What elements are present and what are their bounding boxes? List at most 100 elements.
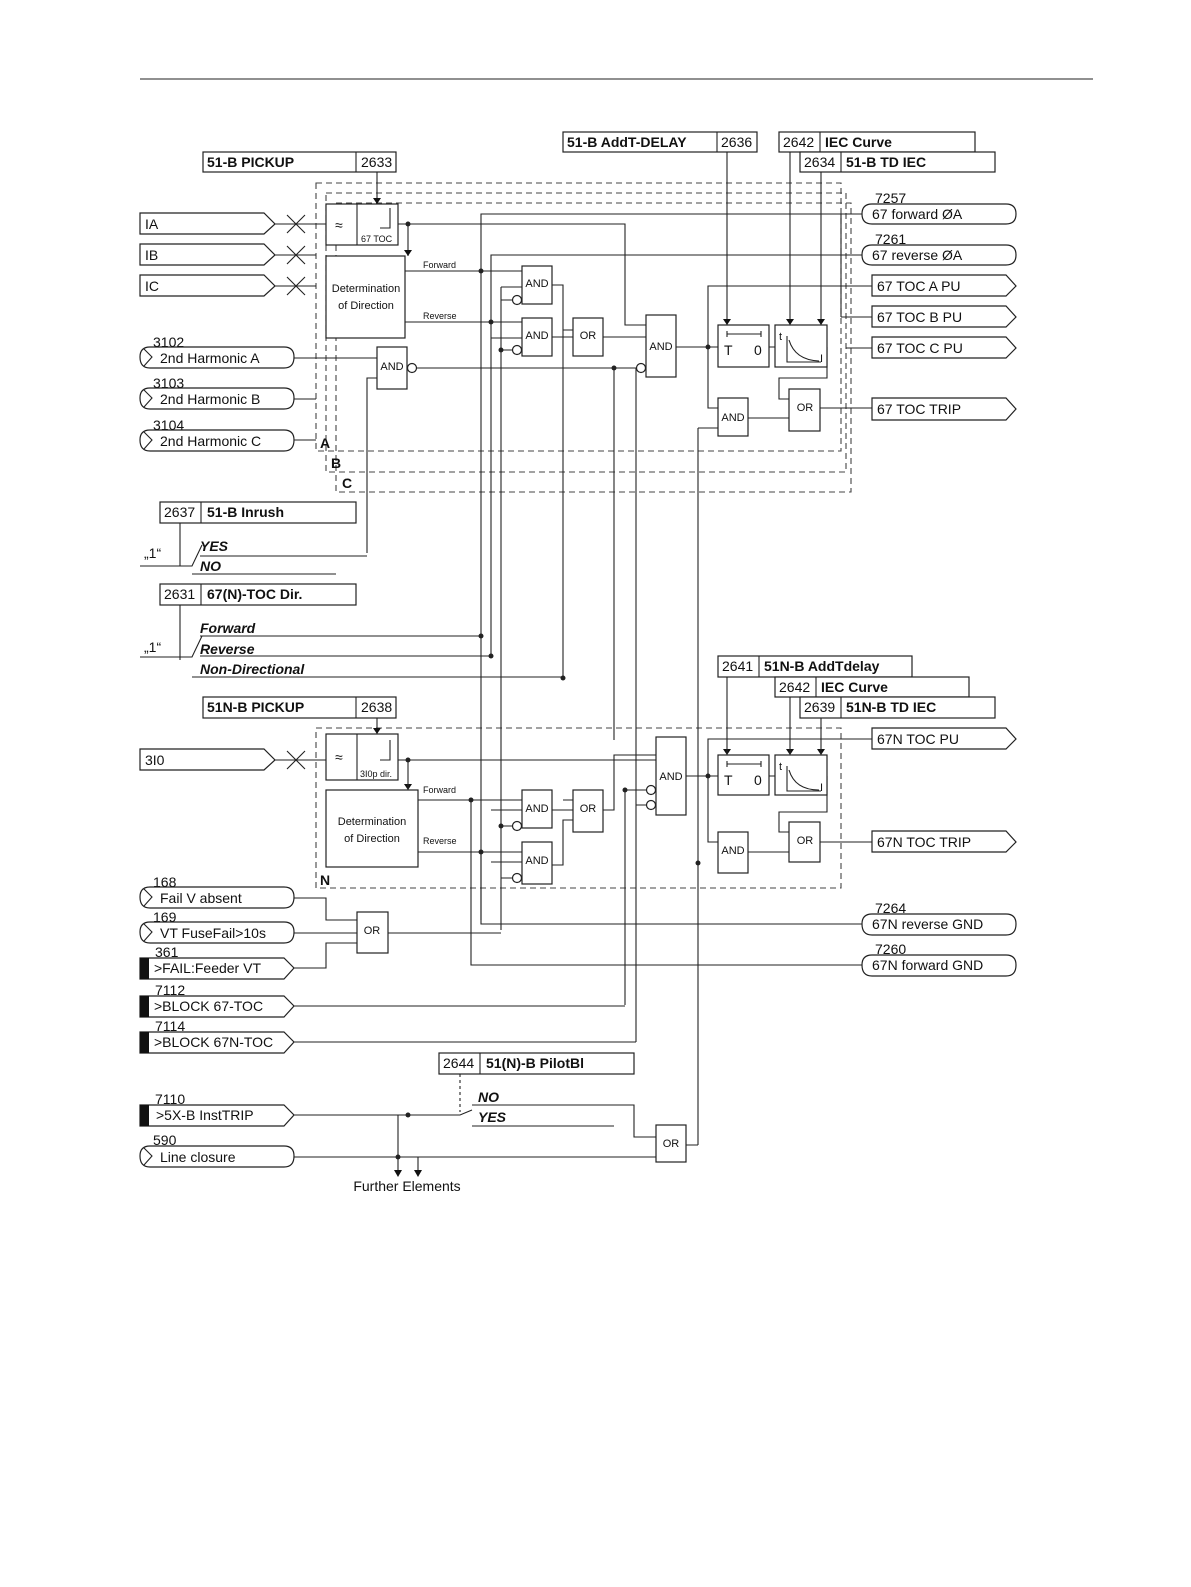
svg-text:>BLOCK 67N-TOC: >BLOCK 67N-TOC xyxy=(154,1034,273,1050)
input-3i0: 3I0 xyxy=(139,748,276,771)
phase-b-label: B xyxy=(331,455,341,471)
svg-text:NO: NO xyxy=(478,1089,499,1105)
phase-c-box xyxy=(335,202,852,493)
param-addt-delay: 51-B AddT-DELAY 2636 xyxy=(562,131,758,153)
svg-text:51N-B AddTdelay: 51N-B AddTdelay xyxy=(764,658,880,674)
svg-text:51(N)-B PilotBl: 51(N)-B PilotBl xyxy=(486,1055,584,1071)
or-gate-n-trip: OR xyxy=(788,821,821,863)
cross-marks xyxy=(286,214,306,770)
and-gate-n-main: AND xyxy=(645,736,687,816)
svg-text:2634: 2634 xyxy=(804,154,835,170)
filter-pickup-phase: ≈ 67 TOC xyxy=(325,203,399,246)
svg-text:AND: AND xyxy=(649,341,672,353)
svg-text:t: t xyxy=(779,761,782,773)
svg-text:AND: AND xyxy=(525,803,548,815)
svg-text:2639: 2639 xyxy=(804,699,835,715)
curve-phase: tI xyxy=(774,324,828,368)
svg-text:3I0: 3I0 xyxy=(145,752,165,768)
and-gate-main: AND xyxy=(635,314,677,378)
svg-text:Forward: Forward xyxy=(200,620,256,636)
svg-text:„1“: „1“ xyxy=(144,545,161,561)
further-elements-label: Further Elements xyxy=(353,1178,460,1194)
and-gate-fwd: AND xyxy=(511,265,553,306)
output-toc-b-pu: 67 TOC B PU xyxy=(871,305,1017,328)
svg-text:67N forward GND: 67N forward GND xyxy=(872,957,983,973)
svg-text:IEC Curve: IEC Curve xyxy=(821,679,888,695)
param-pilot: 2644 51(N)-B PilotBl NO YES xyxy=(438,1052,635,1125)
svg-text:Non-Directional: Non-Directional xyxy=(200,661,305,677)
svg-text:AND: AND xyxy=(659,771,682,783)
svg-text:OR: OR xyxy=(580,803,597,815)
filter-icon: ≈ xyxy=(335,749,343,765)
svg-text:7112: 7112 xyxy=(155,982,185,998)
svg-text:67 TOC: 67 TOC xyxy=(361,234,393,244)
svg-text:2636: 2636 xyxy=(721,134,752,150)
or-gate-n-dir: OR xyxy=(572,789,604,833)
svg-text:67N TOC TRIP: 67N TOC TRIP xyxy=(877,834,971,850)
or-gate-dir: OR xyxy=(572,317,604,357)
output-67n-forward-gnd: 7260 67N forward GND xyxy=(861,941,1017,977)
phase-b-box xyxy=(325,192,847,473)
svg-text:T: T xyxy=(724,772,733,788)
svg-text:Forward: Forward xyxy=(423,785,456,795)
svg-text:67 TOC B PU: 67 TOC B PU xyxy=(877,309,962,325)
output-toc-trip: 67 TOC TRIP xyxy=(871,397,1017,421)
svg-text:IC: IC xyxy=(145,278,159,294)
svg-text:Reverse: Reverse xyxy=(423,311,457,321)
svg-text:3103: 3103 xyxy=(153,375,184,391)
output-67-reverse-a: 7261 67 reverse ØA xyxy=(861,231,1017,266)
phase-a-box xyxy=(315,182,842,452)
param-n-addt: 2641 51N-B AddTdelay xyxy=(717,655,913,678)
input-block-67n-toc: 7114 >BLOCK 67N-TOC xyxy=(139,1018,295,1054)
svg-text:2nd Harmonic A: 2nd Harmonic A xyxy=(160,350,260,366)
svg-text:VT FuseFail>10s: VT FuseFail>10s xyxy=(160,925,266,941)
input-line-closure: 590 Line closure xyxy=(139,1132,295,1168)
param-iec-curve: 2642 IEC Curve xyxy=(778,131,976,153)
svg-text:2642: 2642 xyxy=(779,679,810,695)
svg-text:I: I xyxy=(820,353,823,365)
harmonic-c: 3104 2nd Harmonic C xyxy=(139,417,295,452)
phase-n-label: N xyxy=(320,872,330,888)
svg-text:51N-B PICKUP: 51N-B PICKUP xyxy=(207,699,304,715)
input-ic: IC xyxy=(139,274,276,297)
svg-text:>BLOCK 67-TOC: >BLOCK 67-TOC xyxy=(154,998,263,1014)
and-gate-n-trip: AND xyxy=(717,831,749,874)
svg-text:590: 590 xyxy=(153,1132,177,1148)
svg-text:51-B TD IEC: 51-B TD IEC xyxy=(846,154,926,170)
svg-text:0: 0 xyxy=(754,772,762,788)
svg-text:AND: AND xyxy=(380,361,403,373)
svg-text:2638: 2638 xyxy=(361,699,392,715)
input-ib: IB xyxy=(139,243,276,266)
output-67n-reverse-gnd: 7264 67N reverse GND xyxy=(861,900,1017,936)
svg-text:2641: 2641 xyxy=(722,658,753,674)
output-toc-a-pu: 67 TOC A PU xyxy=(871,274,1017,297)
or-gate-pilot: OR xyxy=(655,1124,687,1163)
or-gate-trip: OR xyxy=(788,388,821,432)
wires-phase xyxy=(275,152,872,1145)
svg-text:IB: IB xyxy=(145,247,158,263)
output-67n-toc-trip: 67N TOC TRIP xyxy=(871,830,1017,853)
input-vt-fusefail: 169 VT FuseFail>10s xyxy=(139,909,295,944)
svg-text:I: I xyxy=(820,782,823,794)
and-gate-n-fwd: AND xyxy=(511,789,553,832)
svg-text:67 forward ØA: 67 forward ØA xyxy=(872,206,963,222)
svg-text:2644: 2644 xyxy=(443,1055,474,1071)
svg-text:7261: 7261 xyxy=(875,231,906,247)
and-gate-harmonic: AND xyxy=(376,346,418,390)
svg-text:7110: 7110 xyxy=(155,1091,185,1107)
svg-text:67 TOC A PU: 67 TOC A PU xyxy=(877,278,961,294)
svg-text:T: T xyxy=(724,342,733,358)
svg-text:YES: YES xyxy=(200,538,229,554)
param-51nb-pickup: 51N-B PICKUP 2638 xyxy=(202,696,397,719)
harmonic-b: 3103 2nd Harmonic B xyxy=(139,375,295,410)
svg-text:3I0p dir.: 3I0p dir. xyxy=(360,769,392,779)
output-67-forward-a: 7257 67 forward ØA xyxy=(861,190,1017,225)
svg-text:>5X-B InstTRIP: >5X-B InstTRIP xyxy=(156,1107,254,1123)
svg-text:3102: 3102 xyxy=(153,334,184,350)
param-inrush: 2637 51-B Inrush YES NO „1“ xyxy=(144,501,357,574)
svg-text:7260: 7260 xyxy=(875,941,906,957)
svg-text:of Direction: of Direction xyxy=(344,833,400,845)
param-n-iec-curve: 2642 IEC Curve xyxy=(774,676,970,698)
